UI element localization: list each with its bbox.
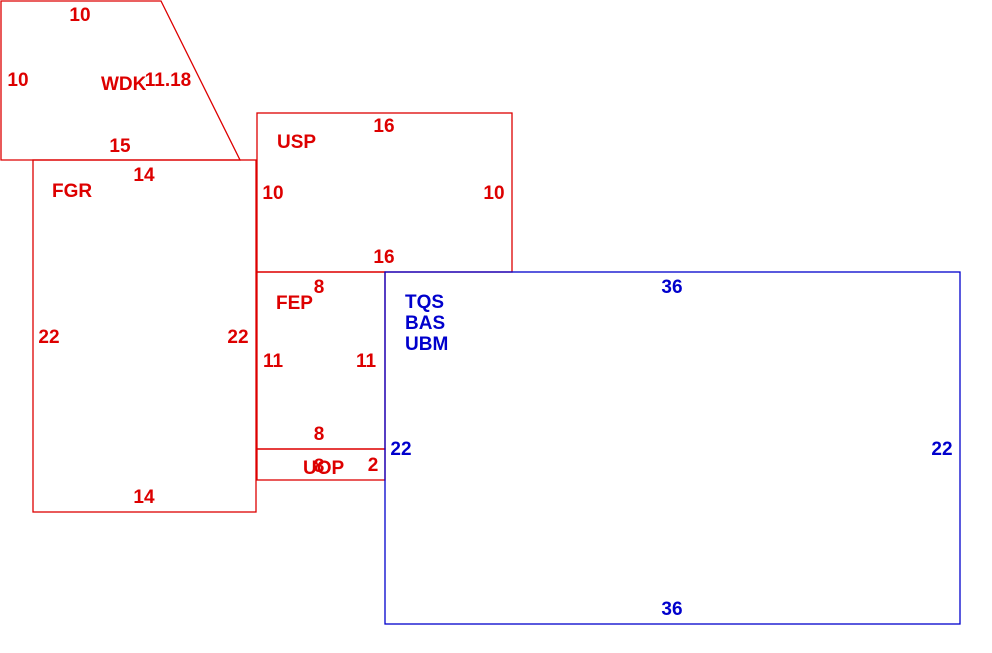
area-fgr-outline (32, 159, 257, 513)
area-fep[interactable]: FEP 8 11 11 8 (256, 271, 386, 450)
area-main-outline (384, 271, 961, 625)
area-fep-dim-top: 8 (314, 277, 325, 298)
area-fep-label: FEP (276, 293, 313, 314)
area-wdk-dim-top: 10 (69, 5, 90, 26)
area-wdk-label: WDK (101, 74, 147, 95)
area-fgr-label: FGR (52, 181, 92, 202)
area-wdk[interactable]: WDK 10 10 11.18 15 (0, 0, 242, 161)
area-wdk-dim-bottom: 15 (109, 136, 131, 157)
area-usp-dim-right: 10 (483, 183, 504, 204)
area-fgr-dim-bottom: 14 (133, 487, 155, 508)
area-usp-dim-top: 16 (373, 116, 394, 137)
area-uop[interactable]: 8 UOP 2 (256, 448, 386, 481)
area-fgr-dim-left: 22 (38, 327, 59, 348)
area-wdk-dim-slant: 11.18 (145, 70, 192, 91)
area-fep-dim-right: 11 (356, 351, 377, 372)
area-main-label-line-1: TQS (405, 292, 444, 313)
area-usp-dim-left: 10 (262, 183, 283, 204)
area-main-dim-bottom: 36 (661, 599, 682, 620)
area-main-label-line-3: UBM (405, 334, 448, 355)
area-usp[interactable]: USP 16 10 10 16 (256, 112, 513, 273)
area-uop-dim-right: 2 (368, 455, 379, 476)
area-main-dim-right: 22 (931, 439, 952, 460)
area-fep-dim-bottom: 8 (314, 424, 325, 445)
area-fep-dim-left: 11 (263, 351, 284, 372)
area-fgr-dim-top: 14 (133, 165, 155, 186)
area-main-label-line-2: BAS (405, 313, 445, 334)
area-usp-dim-bottom: 16 (373, 247, 394, 268)
area-uop-dim-bottom: 8 (314, 456, 325, 477)
area-main-dim-top: 36 (661, 277, 682, 298)
area-uop-label: UOP (303, 458, 345, 479)
area-main-dim-left: 22 (390, 439, 411, 460)
area-usp-label: USP (277, 132, 316, 153)
area-wdk-dim-left: 10 (7, 70, 28, 91)
area-fgr[interactable]: FGR 14 22 22 14 (32, 159, 257, 513)
area-main[interactable]: TQS BAS UBM 36 22 22 36 (384, 271, 961, 625)
area-fgr-dim-right: 22 (227, 327, 248, 348)
